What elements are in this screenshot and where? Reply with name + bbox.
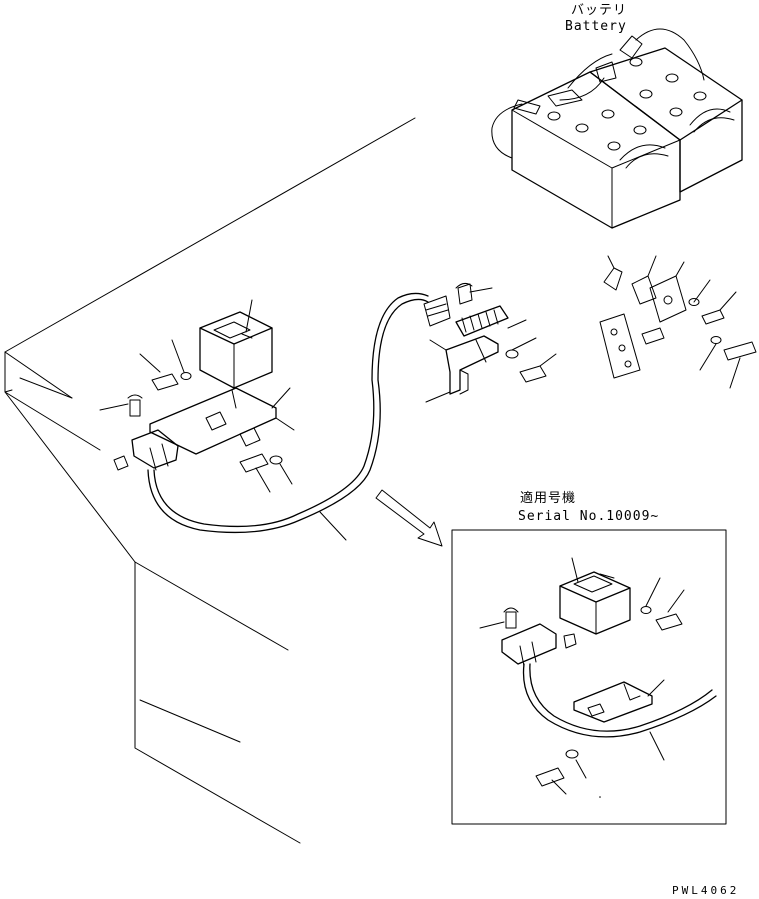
direction-arrow [375,489,443,547]
drawing-code: PWL4062 [672,884,739,897]
controller-fasteners [99,339,192,417]
controller-bracket [149,387,295,455]
battery-label-jp: バッテリ [571,3,627,18]
serial-label-en: Serial No.10009~ [518,509,659,524]
text-labels: バッテリ Battery 適用号機 Serial No.10009~ PWL40… [518,3,739,897]
controller-box [199,299,273,389]
bracket-fasteners [239,453,347,541]
harness-connector-left [113,292,429,534]
battery-assembly [491,28,743,229]
battery-label-en: Battery [565,19,627,34]
terminal-block-assembly [423,282,557,403]
serial-inset [451,529,727,825]
battery-vent-caps [547,57,707,151]
mounting-plate-assembly [599,255,757,389]
frame-outline [4,117,416,844]
serial-label-jp: 適用号機 [520,490,576,506]
